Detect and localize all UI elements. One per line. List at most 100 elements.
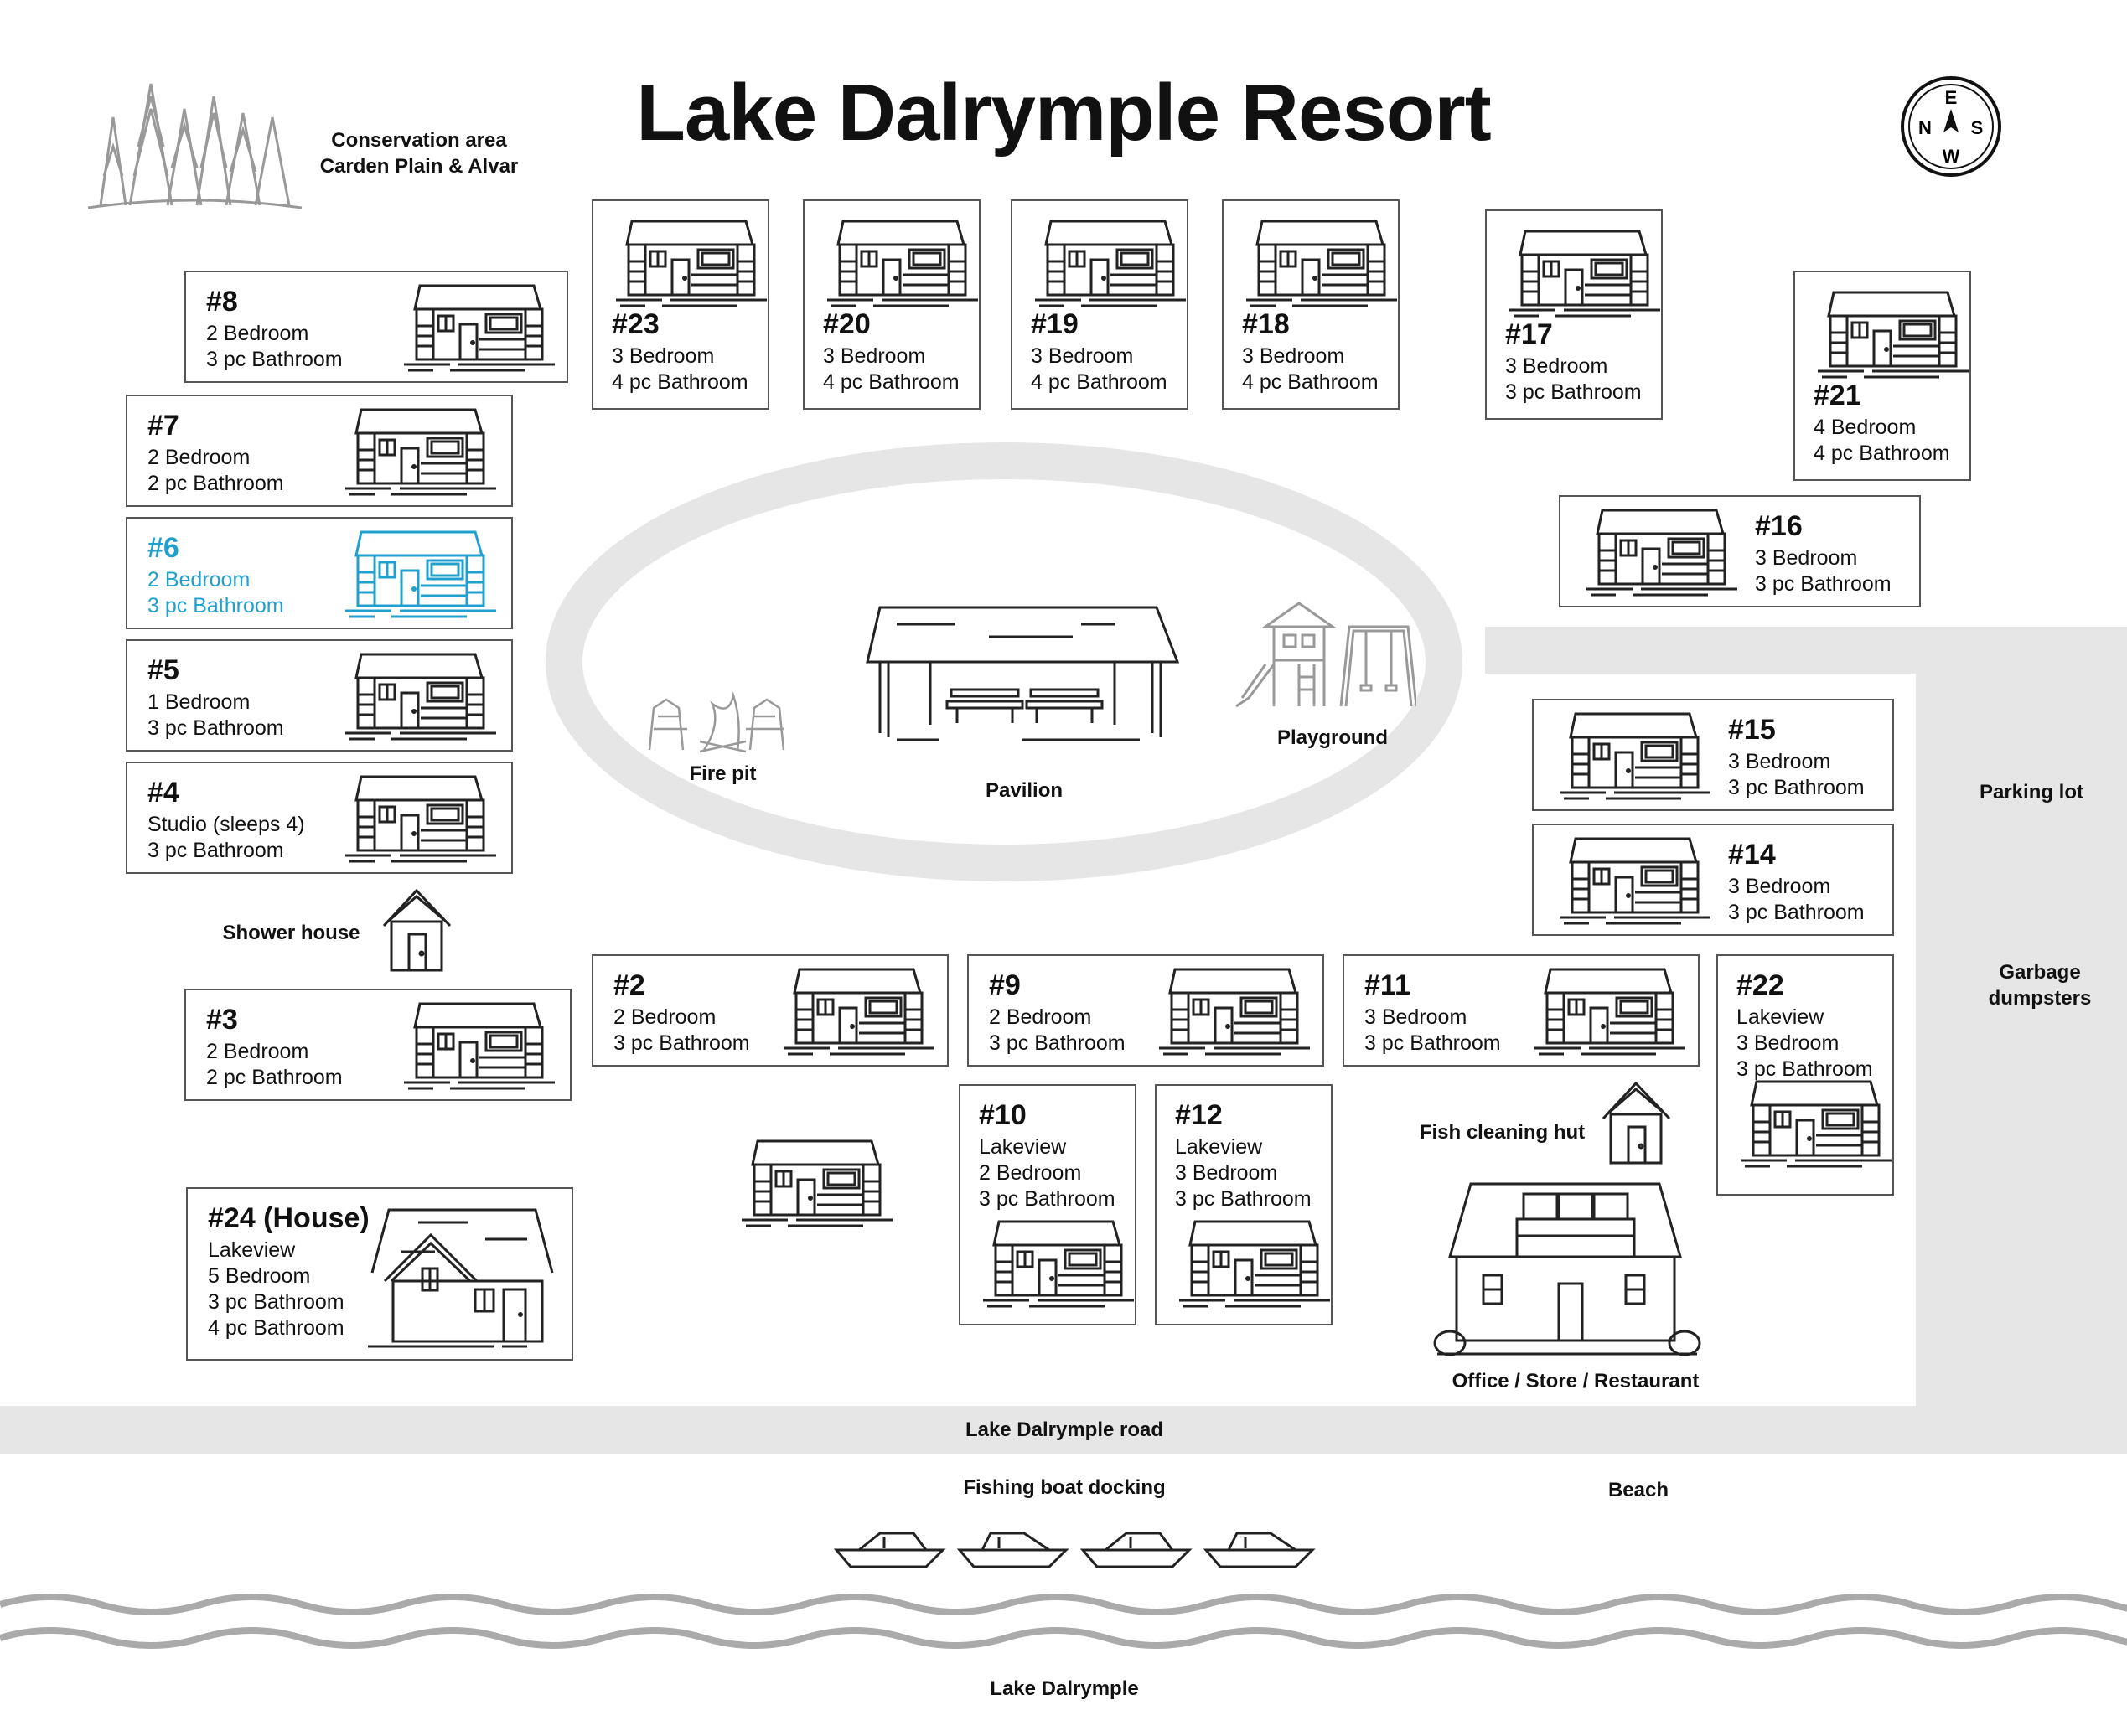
unlabeled-cabin: [737, 1139, 893, 1227]
conservation-label: Conservation area Carden Plain & Alvar: [302, 127, 536, 179]
cabin-detail: 3 pc Bathroom: [1728, 901, 1865, 924]
playground-label: Playground: [1276, 726, 1388, 749]
cabin-detail: 4 pc Bathroom: [823, 370, 960, 394]
cabin-detail: Lakeview: [1175, 1135, 1263, 1159]
compass-icon: E N S W: [1901, 76, 2001, 177]
cabin-detail: 4 pc Bathroom: [208, 1316, 344, 1340]
conservation-line1: Conservation area: [331, 129, 507, 152]
cabin-number: #8: [206, 286, 238, 318]
fire-pit-icon: [648, 691, 785, 753]
cabin-icon: [1035, 220, 1186, 307]
cabin-detail: 3 pc Bathroom: [1736, 1057, 1873, 1081]
cabin-icon: [1741, 1080, 1892, 1168]
lake-road: [0, 1406, 2127, 1454]
cabin-detail: 4 Bedroom: [1814, 416, 1917, 439]
fire-pit-label: Fire pit: [689, 762, 757, 785]
cabin-detail: 3 pc Bathroom: [147, 839, 284, 862]
cabin-icon: [345, 530, 496, 618]
cabin-card-c8[interactable]: #8 2 Bedroom 3 pc Bathroom: [184, 271, 568, 383]
shower-house-label: Shower house: [222, 922, 360, 944]
cabin-detail: 3 Bedroom: [1755, 546, 1858, 570]
cabin-detail: 2 Bedroom: [147, 568, 251, 592]
playground-icon: [1235, 602, 1416, 708]
cabin-detail: 2 pc Bathroom: [147, 472, 284, 495]
cabin-detail: 2 Bedroom: [206, 322, 309, 345]
side-road: [1916, 627, 1964, 1406]
cabin-detail: 3 Bedroom: [1505, 354, 1608, 378]
cabin-number: #4: [147, 777, 179, 809]
cabin-icon: [1159, 968, 1310, 1056]
cabin-detail: 3 pc Bathroom: [206, 348, 343, 371]
cabin-number: #24 (House): [208, 1202, 370, 1234]
cabin-icon: [1586, 509, 1737, 597]
cabin-detail: 4 pc Bathroom: [1814, 442, 1950, 465]
shower-house-icon: [382, 888, 452, 972]
conservation-trees-icon: [87, 83, 303, 209]
cabin-number: #3: [206, 1004, 238, 1036]
conservation-line2: Carden Plain & Alvar: [319, 155, 519, 178]
cabin-number: #5: [147, 654, 179, 686]
road-label: Lake Dalrymple road: [965, 1418, 1164, 1441]
beach-label: Beach: [1607, 1479, 1669, 1501]
cabin-detail: 3 pc Bathroom: [989, 1031, 1126, 1055]
page-title: Lake Dalrymple Resort: [636, 68, 1491, 158]
cabin-detail: 2 pc Bathroom: [206, 1066, 343, 1089]
cabin-detail: 3 pc Bathroom: [613, 1031, 750, 1055]
lake-wave-1: [0, 1594, 2127, 1615]
cabin-detail: 3 Bedroom: [612, 344, 715, 368]
cabin-icon: [784, 968, 934, 1056]
cabin-icon: [345, 775, 496, 863]
cabin-icon: [345, 653, 496, 741]
cabin-icon: [1534, 968, 1685, 1056]
cabin-detail: 3 pc Bathroom: [1364, 1031, 1501, 1055]
cabin-detail: 2 Bedroom: [147, 446, 251, 469]
cabin-detail: Lakeview: [208, 1238, 296, 1262]
cabin-detail: 2 Bedroom: [989, 1005, 1092, 1029]
compass-n: N: [1918, 117, 1932, 138]
cabin-detail: 3 pc Bathroom: [1728, 776, 1865, 799]
cabin-detail: Studio (sleeps 4): [147, 813, 305, 836]
cabin-icon: [742, 1139, 893, 1227]
cabin-number: #15: [1728, 714, 1776, 746]
cabin-number: #6: [147, 532, 179, 564]
cabin-detail: 4 pc Bathroom: [1031, 370, 1167, 394]
cabin-detail: 3 Bedroom: [823, 344, 926, 368]
lake-wave-2: [0, 1627, 2127, 1649]
cabin-number: #11: [1364, 969, 1410, 1001]
cabin-detail: 4 pc Bathroom: [1242, 370, 1379, 394]
compass-w: W: [1943, 146, 1960, 167]
cabin-icon: [1179, 1220, 1330, 1308]
cabin-number: #20: [823, 308, 871, 340]
cabin-detail: 3 pc Bathroom: [1755, 572, 1892, 596]
cabin-detail: 3 Bedroom: [1175, 1161, 1278, 1185]
cabin-detail: 2 Bedroom: [979, 1161, 1082, 1185]
cabin-detail: 3 pc Bathroom: [147, 716, 284, 740]
pavilion-icon: [866, 606, 1180, 741]
cabin-detail: 3 pc Bathroom: [1175, 1187, 1312, 1211]
garbage-label: Garbage dumpsters: [1964, 959, 2115, 1011]
lake-label: Lake Dalrymple: [990, 1677, 1139, 1700]
cabin-number: #14: [1728, 839, 1776, 871]
cabin-icon: [1560, 837, 1710, 925]
